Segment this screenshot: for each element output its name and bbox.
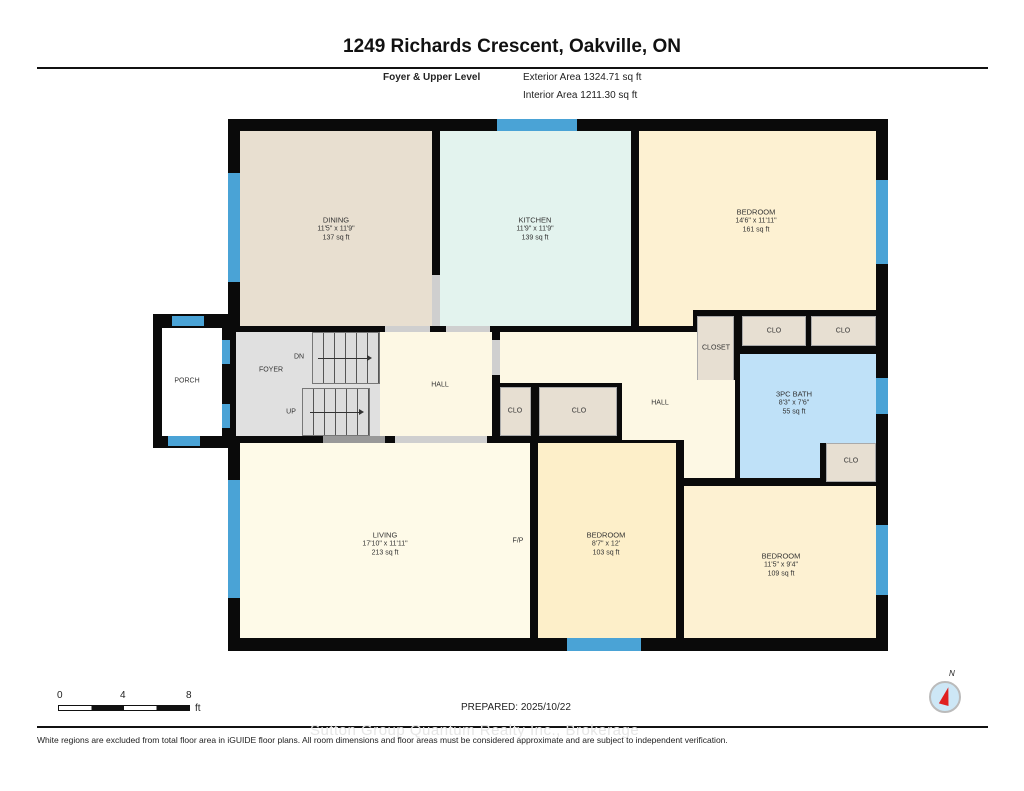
scale-tick-8: 8: [186, 690, 192, 701]
closet-2: [811, 316, 876, 346]
scale-bar: [58, 705, 190, 711]
room-bath-lower: [740, 440, 820, 478]
opening: [385, 326, 430, 332]
window: [228, 480, 240, 598]
watermark: Sutton Group Quantum Realty Inc., Broker…: [310, 722, 640, 739]
closet-1: [742, 316, 806, 346]
window: [222, 404, 230, 428]
exterior-area: Exterior Area 1324.71 sq ft: [523, 72, 642, 83]
page-title: 1249 Richards Crescent, Oakville, ON: [343, 36, 681, 57]
arrow-right-icon: [318, 355, 372, 361]
room-hall-2-end: [684, 438, 735, 478]
scale-tick-4: 4: [120, 690, 126, 701]
arrow-right-icon: [310, 409, 364, 415]
label-foyer: FOYER: [258, 366, 284, 374]
disclaimer: White regions are excluded from total fl…: [37, 735, 728, 745]
prepared-date: PREPARED: 2025/10/22: [461, 702, 571, 713]
room-dining: [240, 131, 432, 326]
room-hall-2-lower: [622, 380, 735, 440]
room-bedroom-2: [538, 443, 676, 638]
room-hall-2: [500, 332, 697, 383]
closet-5: [500, 387, 531, 436]
room-bedroom-3: [684, 486, 876, 638]
compass-icon: [929, 681, 961, 713]
label-hall-1: HALL: [431, 381, 449, 389]
label-closet: CLOSET: [701, 344, 731, 352]
opening: [492, 340, 500, 375]
interior-area: Interior Area 1211.30 sq ft: [523, 90, 638, 101]
label-fireplace: F/P: [512, 537, 524, 545]
footer-divider: [37, 726, 988, 728]
room-kitchen: [440, 131, 631, 326]
window: [172, 316, 204, 326]
opening: [323, 436, 385, 443]
closet-3: [697, 316, 734, 383]
closet-6: [539, 387, 617, 436]
label-porch: PORCH: [174, 377, 200, 385]
opening: [395, 436, 487, 443]
room-bath: [740, 354, 876, 443]
room-hall-1: [380, 332, 492, 436]
label-hall-2: HALL: [651, 399, 669, 407]
label-clo: CLO: [835, 327, 851, 335]
level-name: Foyer & Upper Level: [383, 72, 481, 83]
room-porch: [162, 328, 222, 436]
room-bedroom-1: [639, 131, 876, 310]
window: [228, 173, 240, 282]
opening: [432, 275, 440, 326]
window: [876, 525, 888, 595]
label-stairs-down: DN: [293, 353, 305, 361]
window: [876, 378, 888, 414]
window: [222, 340, 230, 364]
label-clo: CLO: [507, 407, 523, 415]
room-bedroom-1-extension: [639, 305, 693, 326]
label-clo: CLO: [571, 407, 587, 415]
scale-tick-0: 0: [57, 690, 63, 701]
scale-unit: ft: [195, 703, 201, 714]
compass-north: N: [949, 669, 955, 678]
closet-4: [826, 443, 876, 482]
window: [168, 436, 200, 446]
room-living: [240, 443, 530, 638]
window: [876, 180, 888, 264]
opening: [446, 326, 490, 332]
label-clo: CLO: [843, 457, 859, 465]
window: [567, 638, 641, 651]
title-divider: [37, 67, 988, 69]
compass-needle: [938, 686, 954, 706]
label-clo: CLO: [766, 327, 782, 335]
window: [497, 119, 577, 131]
label-stairs-up: UP: [286, 408, 296, 416]
